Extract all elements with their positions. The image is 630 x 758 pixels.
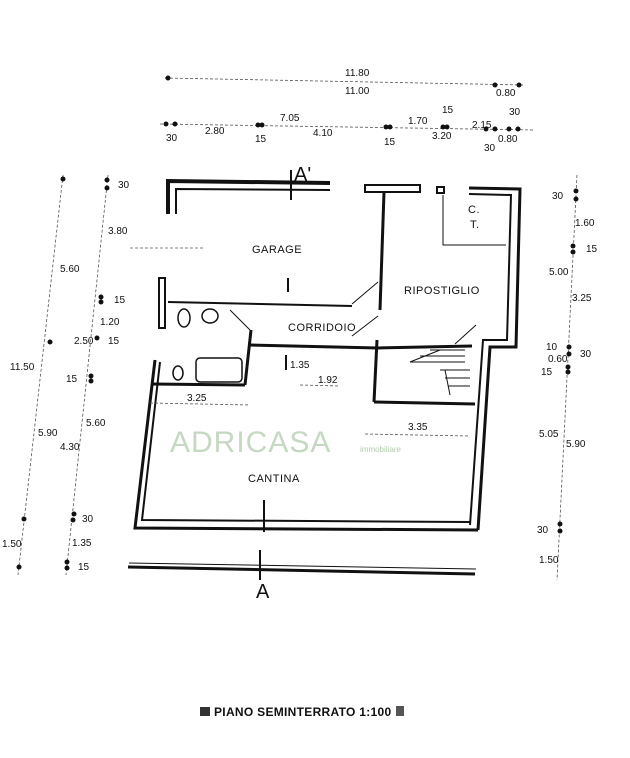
dim-interior: 3.25: [187, 393, 207, 404]
room-corridoio: CORRIDOIO: [288, 322, 356, 334]
dim-label: 1.20: [100, 317, 120, 328]
dim-label: 3.25: [572, 293, 592, 304]
dim-label: 30: [552, 191, 564, 202]
left-dimension-lines: [16, 174, 110, 576]
dim-label: 3.80: [108, 226, 128, 237]
dim-interior: 3.35: [408, 422, 428, 433]
section-mark-top: A': [294, 164, 311, 186]
dim-right: 0.80: [496, 88, 516, 99]
top-dimension-labels: 11.80 11.00 0.80 30 2.80 15 7.05 4.10 15…: [166, 68, 521, 154]
room-ripostiglio: RIPOSTIGLIO: [404, 285, 480, 297]
dim-label: 1.50: [2, 539, 22, 550]
dim-label: 1.60: [575, 218, 595, 229]
stairs: [409, 349, 470, 396]
watermark-logo: ADRICASA: [170, 426, 331, 459]
dim-label: 15: [442, 105, 454, 116]
dim-label: 1.50: [539, 555, 559, 566]
dim-label: 5.90: [38, 428, 58, 439]
dim-label: 5.60: [60, 264, 80, 275]
dim-label: 15: [255, 134, 267, 145]
dim-label: 15: [78, 562, 90, 573]
dim-label: 30: [509, 107, 521, 118]
dim-interior: 1.35: [290, 360, 310, 371]
dim-label: 15: [384, 137, 396, 148]
dim-label: 0.80: [498, 134, 518, 145]
right-dimension-labels: 30 1.60 15 5.00 3.25 10 30 0.60 15 5.05 …: [537, 191, 598, 566]
dim-label: 5.90: [566, 439, 586, 450]
dim-label: 2.80: [205, 126, 225, 137]
dim-label: 15: [541, 367, 553, 378]
dim-label: 4.10: [313, 128, 333, 139]
dim-inner: 11.00: [345, 86, 370, 97]
dim-label: 0.60: [548, 354, 568, 365]
walls: [127, 170, 522, 580]
dim-label: 1.70: [408, 116, 428, 127]
section-mark-bottom: A: [256, 581, 270, 603]
dim-label: 5.60: [86, 418, 106, 429]
dim-label: 30: [537, 525, 549, 536]
dim-label: 10: [546, 342, 558, 353]
left-dimension-labels: 30 3.80 5.60 15 1.20 2.50 15 11.50 15 5.…: [2, 180, 130, 573]
dim-label: 1.35: [72, 538, 92, 549]
dim-label: 5.00: [549, 267, 569, 278]
dim-label: 30: [118, 180, 130, 191]
dim-label: 30: [580, 349, 592, 360]
dim-label: 30: [82, 514, 94, 525]
room-ct-t: T.: [470, 219, 480, 231]
dim-overall: 11.80: [345, 68, 370, 79]
dim-label: 15: [586, 244, 598, 255]
dim-interior: 1.92: [318, 375, 338, 386]
dim-label: 3.20: [432, 131, 452, 142]
watermark-subtitle: immobiliare: [360, 445, 401, 454]
top-dimension-lines: [159, 75, 536, 132]
dim-label: 2.50: [74, 336, 94, 347]
plan-title: PIANO SEMINTERRATO 1:100: [200, 705, 404, 719]
dim-label: 15: [108, 336, 120, 347]
dim-label: 2.15: [472, 120, 492, 131]
dim-label: 15: [114, 295, 126, 306]
room-ct-c: C.: [468, 204, 480, 216]
bidet-icon: [172, 365, 184, 381]
room-garage: GARAGE: [252, 244, 302, 256]
dim-label: 11.50: [10, 362, 35, 373]
toilet-icon: [177, 308, 191, 328]
sink-icon: [201, 308, 219, 324]
dim-label: 7.05: [280, 113, 300, 124]
bathtub-icon: [195, 357, 243, 383]
dim-label: 30: [166, 133, 178, 144]
dim-label: 30: [484, 143, 496, 154]
room-cantina: CANTINA: [248, 473, 300, 485]
right-dimension-lines: [556, 174, 579, 581]
dim-label: 5.05: [539, 429, 559, 440]
dim-label: 15: [66, 374, 78, 385]
dim-label: 4.30: [60, 442, 80, 453]
